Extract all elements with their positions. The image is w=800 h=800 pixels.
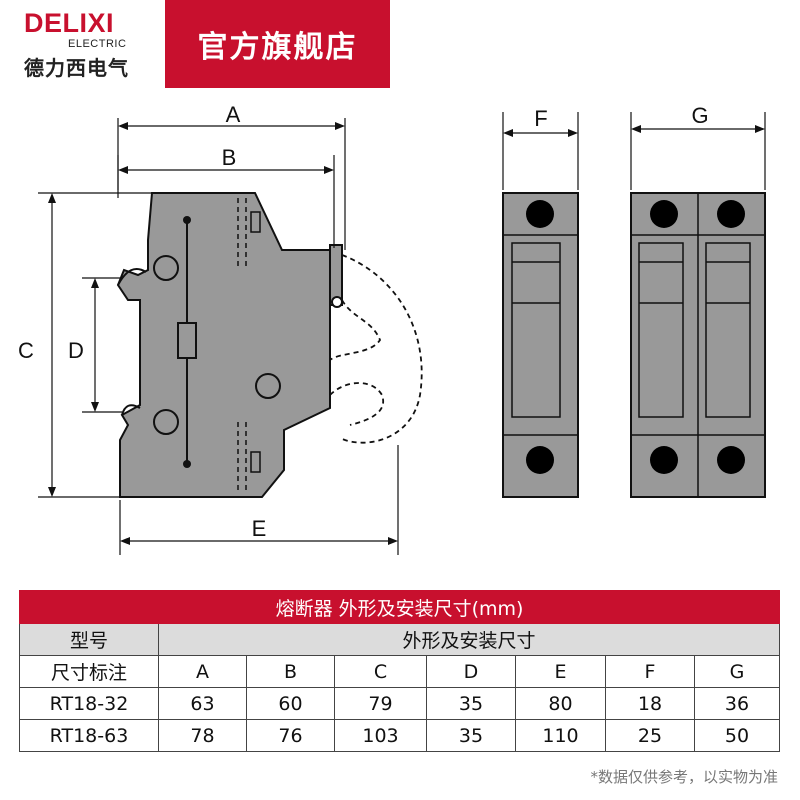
column-header: A bbox=[158, 655, 247, 688]
value-cell: 110 bbox=[515, 719, 606, 752]
value-cell: 80 bbox=[515, 687, 606, 720]
value-cell: 79 bbox=[334, 687, 427, 720]
label-g: G bbox=[691, 103, 708, 128]
brand-logo-subtitle: ELECTRIC bbox=[68, 38, 127, 50]
value-cell: 50 bbox=[693, 719, 781, 752]
side-view-body bbox=[116, 192, 331, 498]
label-f: F bbox=[534, 106, 547, 131]
value-cell: 76 bbox=[246, 719, 335, 752]
model-cell: RT18-32 bbox=[19, 687, 159, 720]
brand-header: DELIXI ELECTRIC 德力西电气 官方旗舰店 bbox=[0, 0, 800, 88]
brand-logo-chinese: 德力西电气 bbox=[24, 56, 129, 80]
label-c: C bbox=[18, 338, 34, 363]
label-header: 尺寸标注 bbox=[19, 655, 159, 688]
brand-logo: DELIXI bbox=[24, 8, 115, 38]
dimension-drawing: A B C D E bbox=[18, 102, 766, 555]
table-title: 熔断器 外形及安装尺寸(mm) bbox=[18, 590, 781, 624]
value-cell: 35 bbox=[426, 719, 516, 752]
label-b: B bbox=[222, 145, 237, 170]
value-cell: 63 bbox=[158, 687, 247, 720]
label-e: E bbox=[252, 516, 267, 541]
label-a: A bbox=[226, 102, 241, 127]
front-view-double: G bbox=[630, 103, 766, 498]
dimension-c: C bbox=[18, 192, 152, 498]
dimension-table: 熔断器 外形及安装尺寸(mm) 型号 外形及安装尺寸 尺寸标注 A B C D … bbox=[18, 590, 781, 752]
model-cell: RT18-63 bbox=[19, 719, 159, 752]
value-cell: 103 bbox=[334, 719, 427, 752]
dimension-e: E bbox=[119, 445, 399, 555]
dimension-b: B bbox=[117, 145, 335, 248]
dims-header: 外形及安装尺寸 bbox=[157, 623, 781, 656]
footnote: *数据仅供参考，以实物为准 bbox=[590, 768, 778, 786]
value-cell: 60 bbox=[246, 687, 335, 720]
value-cell: 36 bbox=[693, 687, 781, 720]
column-header: B bbox=[246, 655, 335, 688]
model-header: 型号 bbox=[19, 623, 159, 656]
column-header: F bbox=[605, 655, 695, 688]
value-cell: 35 bbox=[426, 687, 516, 720]
column-header: C bbox=[334, 655, 427, 688]
column-header: E bbox=[515, 655, 606, 688]
value-cell: 18 bbox=[605, 687, 695, 720]
dimension-d: D bbox=[68, 277, 122, 413]
store-badge: 官方旗舰店 bbox=[165, 0, 390, 88]
column-header: G bbox=[693, 655, 781, 688]
value-cell: 78 bbox=[158, 719, 247, 752]
front-view-single: F bbox=[502, 106, 579, 498]
table-row: RT18-32 63 60 79 35 80 18 36 bbox=[19, 687, 781, 720]
column-header: D bbox=[426, 655, 516, 688]
table-row: RT18-63 78 76 103 35 110 25 50 bbox=[19, 719, 781, 752]
value-cell: 25 bbox=[605, 719, 695, 752]
label-d: D bbox=[68, 338, 84, 363]
